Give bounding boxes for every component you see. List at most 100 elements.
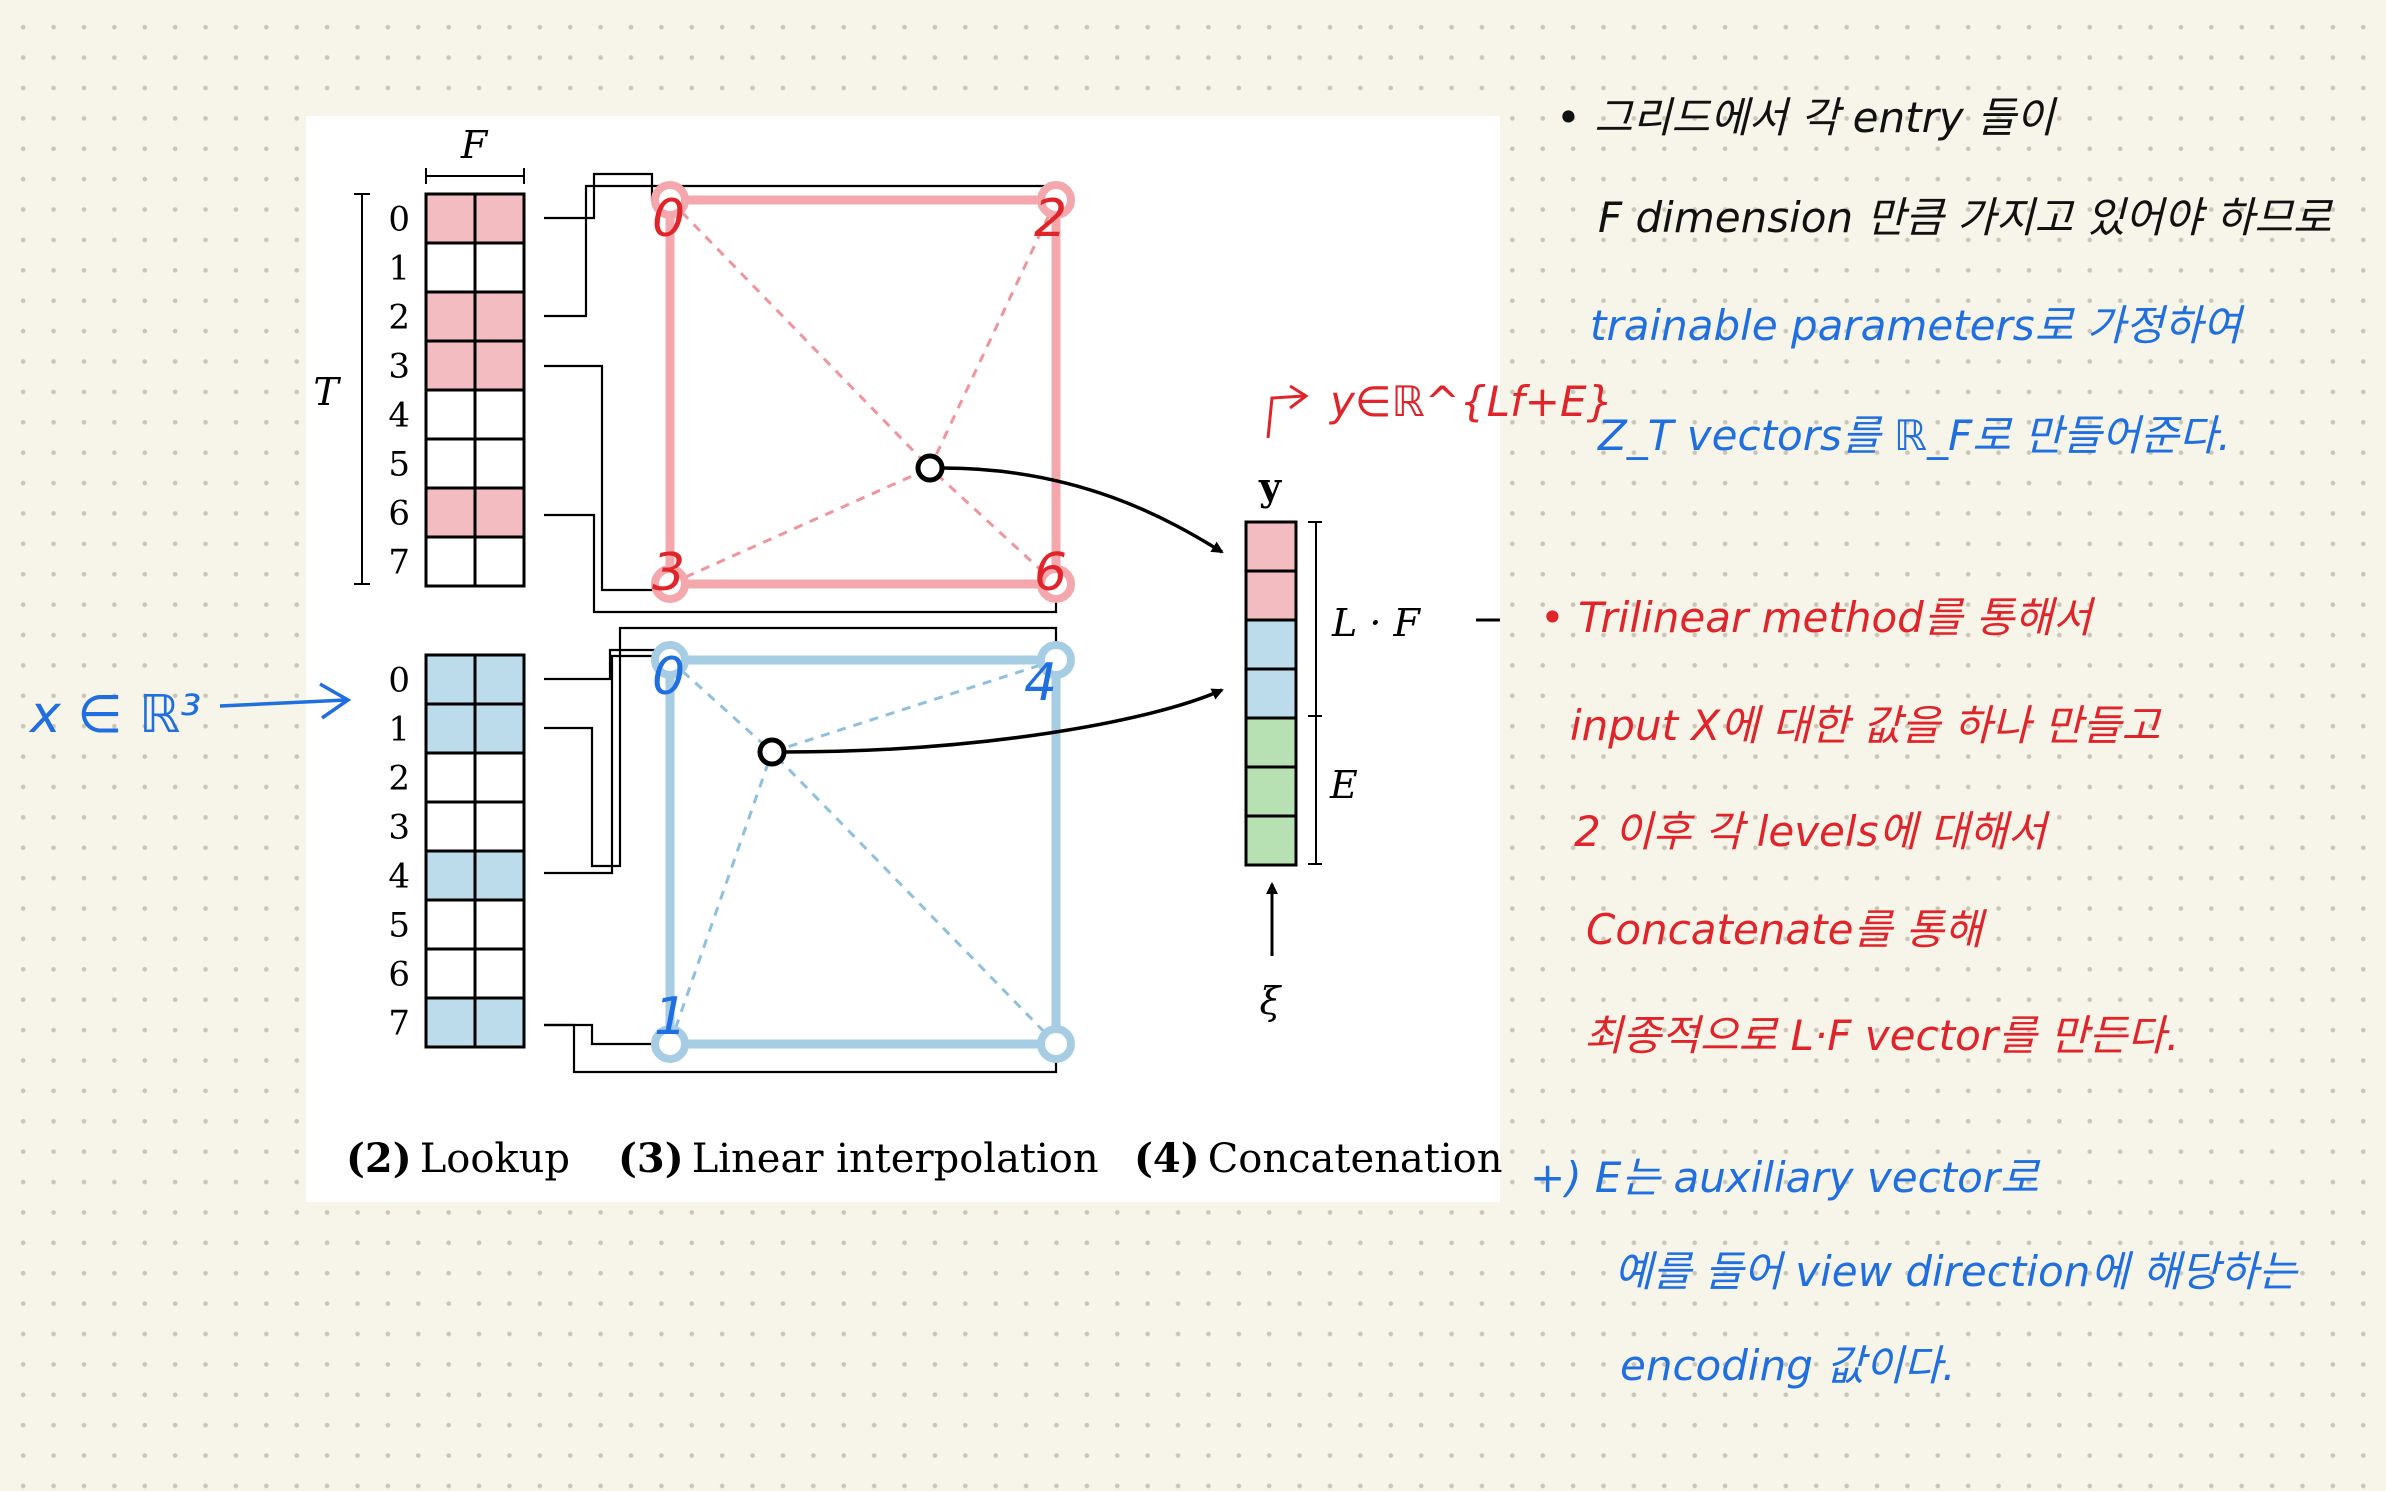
bottom-table-row-index: 7 — [388, 1004, 410, 1044]
bottom-table-row-index: 3 — [388, 808, 410, 848]
top-sample-point — [915, 453, 945, 483]
top-table-cell — [424, 535, 477, 588]
top-interpolation-grid — [651, 181, 1075, 603]
note-line: F dimension 만큼 가지고 있어야 하므로 — [1598, 193, 2334, 242]
bottom-interp-arrow — [783, 688, 1224, 754]
top-table-cell — [424, 437, 477, 490]
output-vector-label: y — [1258, 464, 1282, 509]
top-table-cell — [424, 388, 477, 441]
bottom-table-cell — [424, 800, 477, 853]
top-lookup-table: 0 1 2 3 4 5 6 7 — [388, 192, 526, 588]
top-table-row-index: 0 — [388, 200, 410, 240]
output-dim-label: L · F — [1331, 601, 1421, 645]
top-table-cell — [473, 192, 526, 245]
top-table-row-index: 2 — [388, 298, 410, 338]
output-vector-cell — [1244, 667, 1298, 720]
top-corner-tl: 0 — [652, 189, 685, 249]
output-vector-cell — [1244, 569, 1298, 622]
bottom-table-cell — [473, 751, 526, 804]
bottom-table-cell — [424, 947, 477, 1000]
bottom-table-cell — [424, 751, 477, 804]
bottom-table-row-index: 4 — [388, 857, 410, 897]
top-table-cell — [473, 486, 526, 539]
top-table-cell — [473, 437, 526, 490]
bottom-table-cell — [473, 702, 526, 755]
bottom-table-cell — [473, 800, 526, 853]
bottom-table-row-index: 1 — [388, 710, 410, 750]
table-height-bracket — [354, 193, 370, 585]
output-vector — [1244, 520, 1298, 867]
top-table-cell — [424, 339, 477, 392]
top-interp-arrow — [941, 466, 1224, 554]
top-table-cell — [424, 241, 477, 294]
top-table-row-index: 6 — [388, 494, 410, 534]
table-width-bracket — [425, 168, 525, 184]
bottom-corner-bl: 1 — [654, 987, 687, 1047]
bottom-interpolation-grid — [651, 641, 1075, 1063]
caption-lookup: (2)Lookup — [346, 1135, 570, 1182]
note-line: encoding 값이다. — [1620, 1341, 1955, 1390]
top-table-row-index: 3 — [388, 347, 410, 387]
caption-concatenation: (4)Concatenation — [1134, 1135, 1502, 1182]
output-vector-cell — [1244, 520, 1298, 573]
note-line: trainable parameters로 가정하여 — [1590, 301, 2246, 350]
input-arrow — [219, 682, 352, 720]
note-line: input X에 대한 값을 하나 만들고 — [1570, 701, 2162, 750]
note-line: Z_T vectors를 ℝ_F로 만들어준다. — [1597, 411, 2231, 460]
top-table-cell — [473, 535, 526, 588]
note-line: 2 이후 각 levels에 대해서 — [1574, 807, 2051, 856]
caption-interpolation: (3)Linear interpolation — [618, 1135, 1099, 1182]
bottom-table-cell — [473, 947, 526, 1000]
top-table-row-index: 5 — [388, 445, 410, 485]
top-table-cell — [424, 192, 477, 245]
note-line: • Trilinear method를 통해서 — [1540, 593, 2096, 642]
bottom-table-row-index: 0 — [388, 661, 410, 701]
table-height-label: T — [313, 370, 341, 414]
bottom-corner-tl: 0 — [652, 647, 685, 707]
output-vector-cell — [1244, 814, 1298, 867]
bottom-table-cell — [424, 653, 477, 706]
note-line: Concatenate를 통해 — [1586, 905, 1987, 954]
output-vector-cell — [1244, 765, 1298, 818]
bottom-corner-tr: 4 — [1024, 653, 1057, 713]
top-table-cell — [473, 290, 526, 343]
bottom-sample-point — [757, 737, 787, 767]
bottom-table-cell — [473, 898, 526, 951]
note-line: +) E는 auxiliary vector로 — [1530, 1153, 2041, 1202]
extra-dim-label: E — [1329, 763, 1358, 807]
bottom-table-cell — [424, 702, 477, 755]
top-table-cell — [473, 241, 526, 294]
output-vector-cell — [1244, 716, 1298, 769]
note-line: • 그리드에서 각 entry 들이 — [1556, 93, 2058, 142]
bottom-table-cell — [473, 653, 526, 706]
note-line: 최종적으로 L·F vector를 만든다. — [1584, 1011, 2179, 1060]
bottom-table-cell — [424, 898, 477, 951]
top-table-cell — [424, 486, 477, 539]
bottom-lookup-table: 0 1 2 3 4 5 6 7 — [388, 653, 526, 1049]
aux-symbol: ξ — [1260, 979, 1283, 1023]
bottom-table-row-index: 5 — [388, 906, 410, 946]
y-dim-annotation: y∈ℝ^{Lf+E} — [1328, 377, 1613, 426]
note-line: 예를 들어 view direction에 해당하는 — [1614, 1247, 2299, 1296]
bottom-table-cell — [473, 849, 526, 902]
y-dim-arrow — [1266, 384, 1309, 439]
handwritten-notes: • 그리드에서 각 entry 들이 F dimension 만큼 가지고 있어야… — [1530, 93, 2334, 1390]
table-width-label: F — [460, 123, 489, 167]
bottom-table-cell — [473, 996, 526, 1049]
bottom-table-row-index: 2 — [388, 759, 410, 799]
top-corner-bl: 3 — [652, 543, 685, 603]
output-vector-cell — [1244, 618, 1298, 671]
top-corner-br: 6 — [1034, 543, 1067, 603]
top-table-row-index: 4 — [388, 396, 410, 436]
bottom-table-cell — [424, 996, 477, 1049]
output-dim-brackets — [1308, 521, 1322, 865]
top-table-cell — [424, 290, 477, 343]
top-corner-tr: 2 — [1034, 189, 1067, 249]
bottom-table-row-index: 6 — [388, 955, 410, 995]
top-table-cell — [473, 339, 526, 392]
top-table-row-index: 7 — [388, 543, 410, 583]
top-table-cell — [473, 388, 526, 441]
bottom-table-cell — [424, 849, 477, 902]
top-table-row-index: 1 — [388, 249, 410, 289]
